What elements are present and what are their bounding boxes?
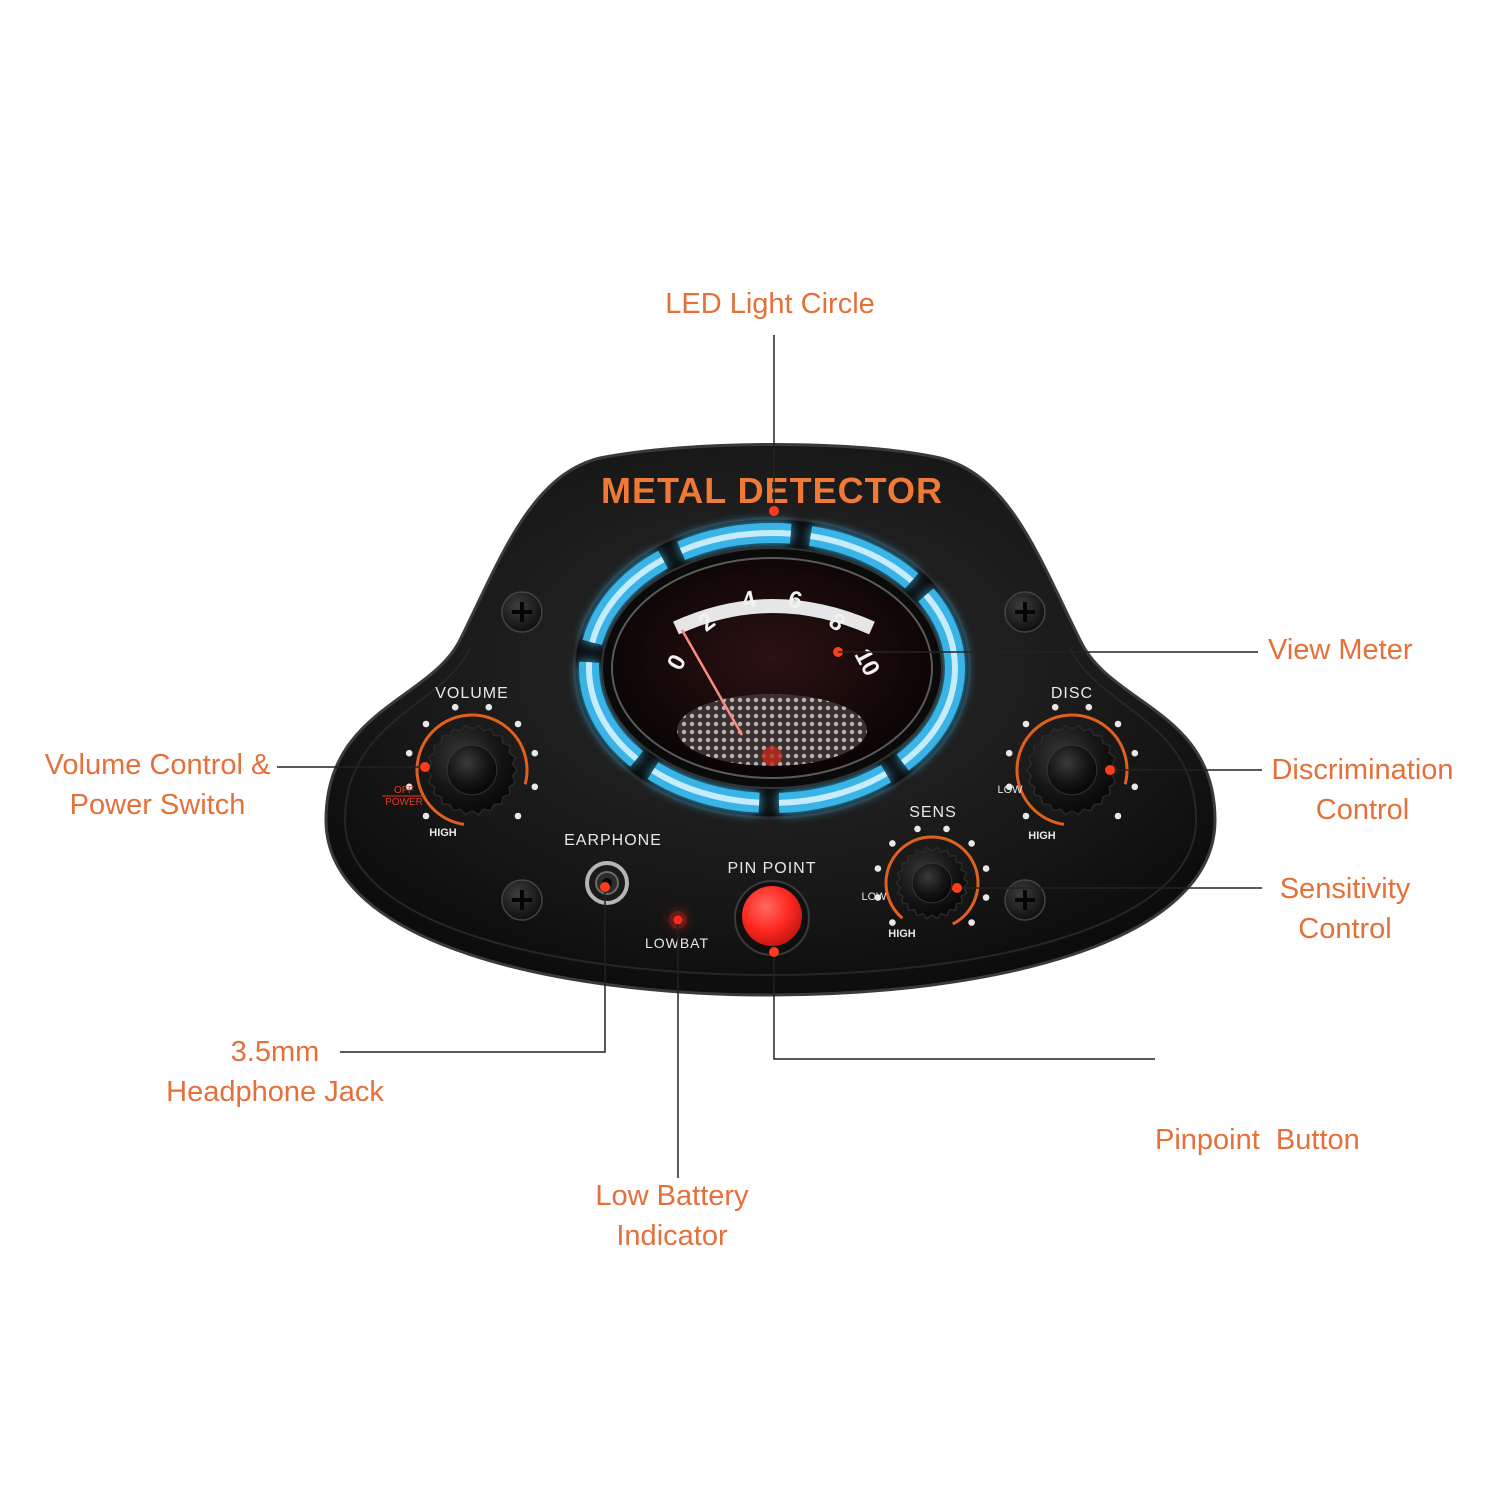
screw-icon [1004, 879, 1046, 921]
knob-tick [1051, 703, 1059, 711]
sens-label: SENS [909, 804, 957, 821]
callout-low-battery-indicator: Low Battery Indicator [572, 1176, 772, 1256]
earphone-label: EARPHONE [564, 832, 662, 849]
volume-high-label: HIGH [429, 827, 457, 839]
knob-tick [405, 749, 413, 757]
knob-tick [531, 749, 539, 757]
knob-scale-ring [1015, 713, 1129, 827]
callout-pinpoint-button: Pinpoint Button [1155, 1040, 1415, 1200]
callout-sensitivity-control: Sensitivity Control [1255, 869, 1435, 949]
knob-tick [1005, 749, 1013, 757]
knob-tick [889, 919, 896, 926]
knob-tick [874, 865, 882, 872]
lowbat-label: LOWBAT [645, 935, 709, 951]
knob-tick [514, 812, 522, 820]
callout-line: Volume Control & [44, 749, 271, 781]
screw-icon [501, 879, 543, 921]
knob-scale-ring [415, 713, 529, 827]
screw-icon [501, 591, 543, 633]
knob-tick [874, 894, 882, 901]
knob-tick [514, 720, 522, 728]
knob-tick [451, 703, 459, 711]
screw-icon [1004, 591, 1046, 633]
brand-title: METAL DETECTOR [601, 470, 943, 511]
callout-line: Low Battery [595, 1180, 749, 1212]
disc-label: DISC [1051, 685, 1093, 702]
low-battery-led [669, 911, 687, 929]
disc-low-label: LOW [997, 784, 1023, 796]
knob-tick [422, 812, 430, 820]
knob-tick [943, 825, 950, 833]
callout-discrimination-control: Discrimination Control [1255, 750, 1470, 830]
callout-volume-control: Volume Control & Power Switch [20, 745, 295, 825]
meter-scale-band [673, 599, 875, 635]
disc-high-label: HIGH [1028, 830, 1056, 842]
knob-scale-ring [884, 835, 980, 931]
meter-scale-label: 6 [786, 586, 805, 615]
speaker-grille [677, 694, 867, 766]
knob-tick [1131, 749, 1139, 757]
callout-headphone-jack: 3.5mm Headphone Jack [150, 1032, 400, 1112]
pinpoint-label: PIN POINT [727, 860, 816, 877]
callout-line: LED Light Circle [665, 288, 875, 320]
knob-tick [1005, 783, 1013, 791]
callout-line: Sensitivity [1279, 873, 1411, 905]
callout-line: Power Switch [69, 789, 246, 821]
callout-line: 3.5mm [230, 1036, 320, 1068]
knob-tick [968, 919, 975, 926]
knob-tick [982, 865, 990, 872]
knob-tick [405, 783, 413, 791]
knob-tick [1022, 720, 1030, 728]
off-label: OFF [394, 785, 414, 796]
knob-tick [1114, 720, 1122, 728]
knob-tick [889, 840, 896, 847]
knob-tick [1131, 783, 1139, 791]
pinpoint-button[interactable] [734, 880, 810, 956]
knob-tick [1022, 812, 1030, 820]
sens-low-label: LOW [861, 891, 887, 903]
sens-knob[interactable] [867, 818, 997, 948]
knob-tick [485, 703, 493, 711]
callout-dots [420, 506, 1115, 957]
volume-knob[interactable] [395, 693, 550, 848]
callout-line: Control [1298, 913, 1392, 945]
callout-line: Headphone Jack [166, 1076, 384, 1108]
knob-tick [531, 783, 539, 791]
callout-line: Indicator [616, 1220, 728, 1252]
power-label: POWER [385, 797, 423, 808]
leader-lines [277, 335, 1262, 1178]
callout-view-meter: View Meter [1268, 630, 1468, 670]
callout-led-light-circle: LED Light Circle [620, 284, 920, 324]
callout-line: Control [1315, 794, 1410, 826]
callout-line: Pinpoint Button [1155, 1124, 1360, 1156]
knob-tick [422, 720, 430, 728]
knob-tick [968, 840, 975, 847]
callout-line: View Meter [1268, 634, 1413, 666]
knob-tick [914, 825, 921, 833]
volume-label: VOLUME [435, 685, 509, 702]
sens-high-label: HIGH [888, 928, 916, 940]
meter-scale-label: 4 [739, 586, 758, 615]
knob-tick [1085, 703, 1093, 711]
disc-knob[interactable] [995, 693, 1150, 848]
knob-tick [1114, 812, 1122, 820]
callout-line: Discrimination [1271, 754, 1454, 786]
knob-tick [982, 894, 990, 901]
meter-needle [680, 629, 744, 736]
